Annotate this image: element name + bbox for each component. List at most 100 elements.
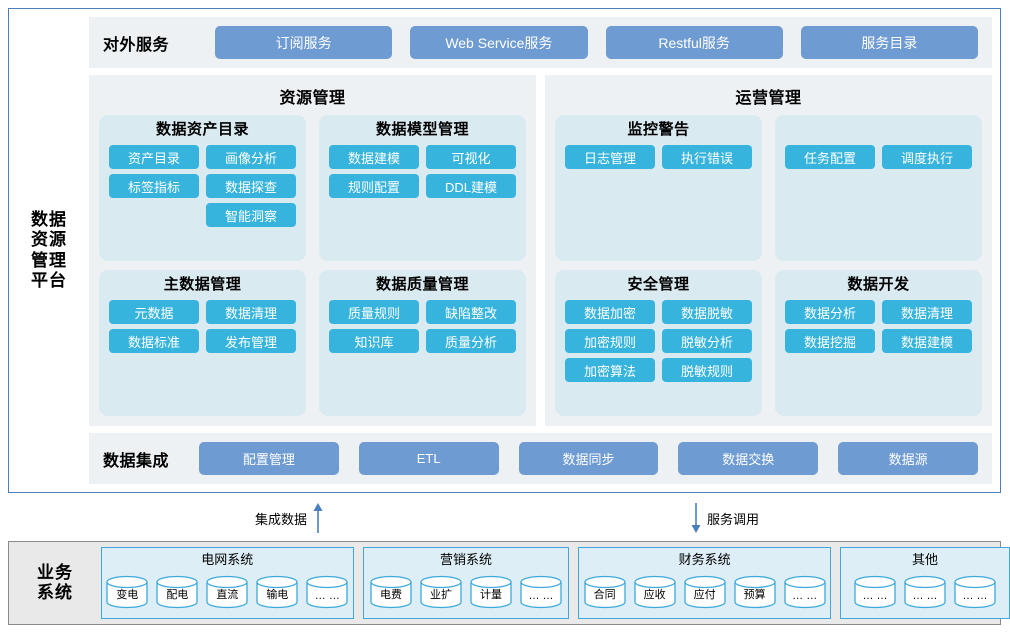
database-icon[interactable]: 应付 [683, 575, 727, 609]
integration-button-config[interactable]: 配置管理 [199, 442, 339, 475]
business-group-other: 其他 … … … … … … [839, 547, 1010, 619]
chip-item[interactable]: 数据标准 [109, 329, 199, 353]
chip-item[interactable]: 数据建模 [882, 329, 972, 353]
database-icon[interactable]: 输电 [255, 575, 299, 609]
business-group-marketing-system: 营销系统 电费 业扩 计量 … … [362, 547, 570, 619]
database-icon[interactable]: 计量 [469, 575, 513, 609]
chip-item[interactable]: 数据建模 [329, 145, 419, 169]
group-security-management: 安全管理 数据加密 数据脱敏 加密规则 脱敏分析 [555, 270, 762, 416]
database-icon[interactable]: 合同 [583, 575, 627, 609]
integration-button-exchange[interactable]: 数据交换 [678, 442, 819, 475]
group-data-model-management: 数据模型管理 数据建模 可视化 规则配置 DDL建模 [319, 115, 526, 261]
chip-item[interactable]: DDL建模 [426, 174, 516, 198]
chip-item[interactable]: 调度执行 [882, 145, 972, 169]
chip-item[interactable]: 智能洞察 [206, 203, 296, 227]
integration-button-etl[interactable]: ETL [358, 442, 499, 475]
database-icon[interactable]: 应收 [633, 575, 677, 609]
platform-title: 数据 资源 管理 平台 [9, 9, 89, 492]
database-icon[interactable]: … … [953, 575, 997, 609]
data-integration-buttons: 配置管理 ETL 数据同步 数据交换 数据源 [199, 442, 978, 475]
integration-button-datasource[interactable]: 数据源 [838, 442, 978, 475]
chip-item[interactable]: 脱敏分析 [662, 329, 752, 353]
business-systems-frame: 业务 系统 电网系统 变电 配电 直流 输电 … … 营销系统 电费 业扩 [8, 541, 1010, 625]
service-button-subscription[interactable]: 订阅服务 [215, 26, 393, 59]
group-master-data-management: 主数据管理 元数据 数据清理 数据标准 发布管理 [99, 270, 306, 416]
database-row: 变电 配电 直流 输电 … … [105, 569, 349, 614]
chip-item[interactable]: 标签指标 [109, 174, 199, 198]
business-systems-title: 业务 系统 [16, 563, 94, 604]
chip-item[interactable]: 数据脱敏 [662, 300, 752, 324]
database-label: … … [862, 589, 888, 602]
data-integration-title: 数据集成 [103, 452, 170, 470]
chip-item[interactable]: 缺陷整改 [426, 300, 516, 324]
chip-item[interactable]: 质量规则 [329, 300, 419, 324]
business-title-line: 业务 [37, 562, 73, 582]
database-label: 业扩 [430, 588, 452, 601]
database-icon[interactable]: … … [305, 575, 349, 609]
integration-button-sync[interactable]: 数据同步 [518, 442, 659, 475]
database-icon[interactable]: 预算 [733, 575, 777, 609]
chip-item[interactable]: 资产目录 [109, 145, 199, 169]
database-icon[interactable]: … … [519, 575, 563, 609]
external-services-section: 对外服务 订阅服务 Web Service服务 Restful服务 服务目录 [89, 17, 992, 68]
database-row: … … … … … … [853, 569, 997, 614]
chip-item[interactable]: 画像分析 [206, 145, 296, 169]
chip-item[interactable]: 数据挖掘 [785, 329, 875, 353]
service-button-restful[interactable]: Restful服务 [605, 26, 783, 59]
service-button-webservice[interactable]: Web Service服务 [410, 26, 588, 59]
chip-item[interactable]: 质量分析 [426, 329, 516, 353]
chip-item[interactable]: 加密算法 [565, 358, 655, 382]
chip-item[interactable]: 发布管理 [206, 329, 296, 353]
connector-service-invocation: 服务调用 [690, 503, 759, 533]
chip-item[interactable]: 数据清理 [882, 300, 972, 324]
chip-item[interactable]: 知识库 [329, 329, 419, 353]
group-monitoring-alert: 监控警告 日志管理 执行错误 [555, 115, 762, 261]
group-title: 数据质量管理 [375, 276, 469, 293]
connector-integrate-data: 集成数据 [255, 503, 324, 533]
business-title-line: 系统 [37, 583, 73, 602]
database-icon[interactable]: … … [783, 575, 827, 609]
platform-title-line: 数据 [31, 210, 67, 230]
chip-item[interactable]: 规则配置 [329, 174, 419, 198]
database-label: 合同 [593, 588, 616, 601]
chip-item[interactable]: 脱敏规则 [662, 358, 752, 382]
database-label: … … [912, 589, 938, 602]
database-label: 预算 [743, 588, 766, 601]
group-title: 监控警告 [627, 121, 690, 138]
database-icon[interactable]: 直流 [205, 575, 249, 609]
chip-item[interactable]: 元数据 [109, 300, 199, 324]
chip-item[interactable]: 数据加密 [565, 300, 655, 324]
database-icon[interactable]: 业扩 [419, 575, 463, 609]
database-label: … … [962, 589, 988, 602]
chip-item[interactable]: 加密规则 [565, 329, 655, 353]
chip-item[interactable]: 数据分析 [785, 300, 875, 324]
chip-item[interactable]: 可视化 [426, 145, 516, 169]
business-group-title: 电网系统 [201, 552, 254, 567]
chip-item[interactable]: 数据清理 [206, 300, 296, 324]
database-icon[interactable]: 配电 [155, 575, 199, 609]
group-title: 数据资产目录 [155, 121, 249, 138]
chip-item[interactable]: 数据探查 [206, 174, 296, 198]
database-icon[interactable]: … … [853, 575, 897, 609]
platform-title-line: 管理 [31, 250, 67, 270]
platform-title-line: 平台 [31, 270, 67, 290]
chip-item[interactable]: 日志管理 [565, 145, 655, 169]
panel-title: 资源管理 [279, 90, 346, 107]
service-button-catalog[interactable]: 服务目录 [800, 26, 978, 59]
database-icon[interactable]: … … [903, 575, 947, 609]
platform-body: 对外服务 订阅服务 Web Service服务 Restful服务 服务目录 资… [89, 9, 1000, 492]
arrow-down-icon [691, 503, 701, 533]
database-icon[interactable]: 变电 [105, 575, 149, 609]
connector-label: 服务调用 [707, 511, 760, 527]
arrow-up-icon [313, 503, 323, 533]
data-integration-section: 数据集成 配置管理 ETL 数据同步 数据交换 数据源 [89, 433, 992, 484]
database-label: 变电 [116, 588, 139, 601]
database-label: 计量 [480, 588, 502, 601]
chip-item[interactable]: 任务配置 [785, 145, 875, 169]
database-label: 直流 [216, 588, 239, 601]
data-resource-platform-frame: 数据 资源 管理 平台 对外服务 订阅服务 Web Service服务 Rest… [8, 8, 1001, 493]
chip-item[interactable]: 执行错误 [662, 145, 752, 169]
group-title: 安全管理 [627, 276, 690, 293]
database-icon[interactable]: 电费 [369, 575, 413, 609]
